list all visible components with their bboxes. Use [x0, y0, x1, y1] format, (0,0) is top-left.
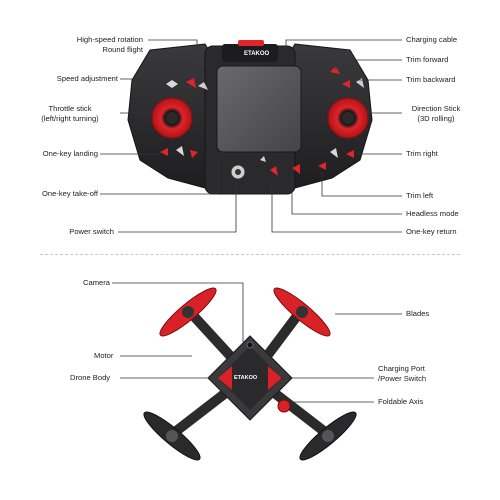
label-direction-line2: (3D rolling)	[417, 114, 455, 123]
label-motor: Motor	[94, 351, 114, 360]
label-charging-line1: Charging Port	[378, 364, 425, 373]
label-one-key-takeoff: One-key take-off	[42, 189, 98, 198]
label-one-key-landing: One-key landing	[42, 149, 98, 158]
label-throttle-line2: (left/right turning)	[41, 114, 99, 123]
drone-brand-logo: ETAKOO	[234, 375, 258, 381]
label-blades: Blades	[406, 309, 430, 318]
section-divider	[40, 254, 460, 255]
label-high-speed: High-speed rotation Round flight	[77, 35, 143, 55]
propeller-top-right	[273, 287, 331, 337]
propeller-bottom-right	[299, 411, 357, 461]
landing-button-icon	[160, 148, 168, 156]
controller-top-strip	[222, 44, 278, 62]
controller-brand-logo: ETAKOO	[244, 51, 270, 57]
label-trim-right: Trim right	[406, 149, 438, 158]
foldable-axis-icon	[277, 399, 291, 413]
label-charging-cable: Charging cable	[406, 35, 458, 44]
label-one-key-return: One-key return	[406, 227, 457, 236]
label-direction-stick: Direction Stick (3D rolling)	[398, 104, 474, 124]
label-drone-body: Drone Body	[70, 373, 111, 382]
controller	[127, 40, 373, 195]
propeller-bottom-left	[143, 411, 201, 461]
round-flight-button-icon	[198, 82, 208, 90]
camera-icon	[246, 341, 254, 349]
trim-backward-button-icon	[342, 80, 350, 88]
label-trim-forward: Trim forward	[406, 55, 449, 64]
label-charging-line2: /Power Switch	[378, 374, 427, 383]
label-trim-left: Trim left	[406, 191, 434, 200]
label-high-speed-line1: High-speed rotation	[76, 35, 143, 44]
label-high-speed-line2: Round flight	[102, 45, 143, 54]
label-trim-backward: Trim backward	[406, 75, 456, 84]
speed-button-icon	[166, 80, 178, 88]
controller-screen	[216, 65, 302, 153]
label-foldable-axis: Foldable Axis	[378, 397, 424, 406]
return-button-icon	[292, 164, 300, 174]
headless-button-icon	[270, 166, 278, 176]
label-throttle-stick: Throttle stick (left/right turning)	[34, 104, 106, 124]
label-throttle-line1: Throttle stick	[48, 104, 92, 113]
label-camera: Camera	[83, 278, 111, 287]
trim-forward-button-icon	[330, 66, 340, 74]
label-speed-adjustment: Speed adjustment	[56, 74, 118, 83]
trim-left-button-icon	[318, 162, 326, 170]
propeller-top-left	[159, 287, 217, 337]
label-charging-port: Charging Port /Power Switch	[378, 364, 426, 384]
label-direction-line1: Direction Stick	[411, 104, 461, 113]
drone-leader-lines	[112, 282, 402, 403]
controller-top-accent	[238, 40, 264, 46]
drone	[143, 287, 357, 461]
controller-leader-lines	[100, 39, 402, 233]
trim-right-button-icon	[346, 150, 354, 158]
label-power-switch: Power switch	[69, 227, 114, 236]
label-headless-mode: Headless mode	[406, 209, 459, 218]
